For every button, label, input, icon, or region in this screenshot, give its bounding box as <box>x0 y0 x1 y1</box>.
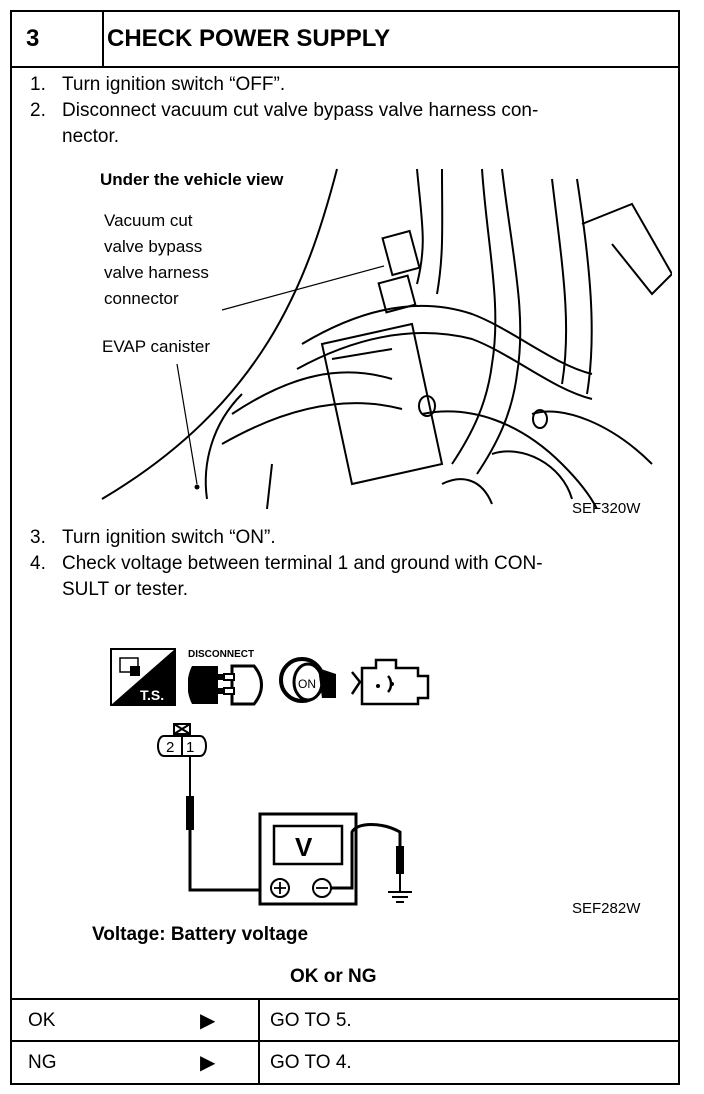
step-3-number: 3. <box>30 527 46 548</box>
step-4: 4. Check voltage between terminal 1 and g… <box>30 551 543 603</box>
figure-1-code: SEF320W <box>572 500 641 517</box>
connector-label-line-3: valve harness <box>104 263 209 282</box>
result-ok-key: OK <box>28 1010 56 1031</box>
result-ng-key: NG <box>28 1052 57 1073</box>
view-label: Under the vehicle view <box>100 170 284 189</box>
step-3-text: Turn ignition switch “ON”. <box>62 527 276 548</box>
pin-2-label: 2 <box>166 739 174 756</box>
disconnect-label: DISCONNECT <box>188 649 255 660</box>
step-1: 1. Turn ignition switch “OFF”. <box>30 72 285 98</box>
step-1-text: Turn ignition switch “OFF”. <box>62 74 286 95</box>
step-3: 3. Turn ignition switch “ON”. <box>30 525 276 551</box>
result-heading: OK or NG <box>290 966 377 987</box>
step-title: CHECK POWER SUPPLY <box>107 25 391 52</box>
disconnect-icon <box>188 664 263 706</box>
procedure-box: 3 CHECK POWER SUPPLY 1. Turn ignition swi… <box>10 10 680 1085</box>
meter-label: V <box>295 832 313 862</box>
result-row-ng: NG ▶ GO TO 4. <box>12 1040 678 1084</box>
figure-2-code: SEF282W <box>572 900 641 917</box>
canister-label: EVAP canister <box>102 337 211 356</box>
ignition-key-icon: ON <box>279 657 336 703</box>
step-header: 3 CHECK POWER SUPPLY <box>12 12 678 68</box>
test-symbol-icon: T.S. <box>110 648 176 706</box>
arrow-right-icon: ▶ <box>200 1052 216 1074</box>
step-1-number: 1. <box>30 74 46 95</box>
connector-label-line-1: Vacuum cut <box>104 211 193 230</box>
step-2-number: 2. <box>30 100 46 121</box>
step-2-continuation: nector. <box>62 126 120 147</box>
pin-1-label: 1 <box>186 739 194 756</box>
step-2: 2. Disconnect vacuum cut valve bypass val… <box>30 98 538 150</box>
result-ng-action: GO TO 4. <box>258 1042 352 1084</box>
under-vehicle-illustration <box>101 168 672 509</box>
result-row-ok: OK ▶ GO TO 5. <box>12 998 678 1042</box>
connector-label-line-2: valve bypass <box>104 237 203 256</box>
step-number: 3 <box>12 12 104 66</box>
voltage-spec: Voltage: Battery voltage <box>92 924 309 945</box>
step-4-text: Check voltage between terminal 1 and gro… <box>62 553 543 574</box>
connector-label-line-4: connector <box>104 289 179 308</box>
ts-label: T.S. <box>140 687 164 703</box>
voltmeter-circuit-diagram: 2 1 V <box>157 723 412 906</box>
step-2-text: Disconnect vacuum cut valve bypass valve… <box>62 100 539 121</box>
step-4-number: 4. <box>30 553 46 574</box>
step-4-continuation: SULT or tester. <box>62 579 189 600</box>
result-ok-action: GO TO 5. <box>258 1000 352 1042</box>
on-label: ON <box>298 677 316 691</box>
arrow-right-icon: ▶ <box>200 1010 216 1032</box>
engine-icon <box>350 658 430 706</box>
